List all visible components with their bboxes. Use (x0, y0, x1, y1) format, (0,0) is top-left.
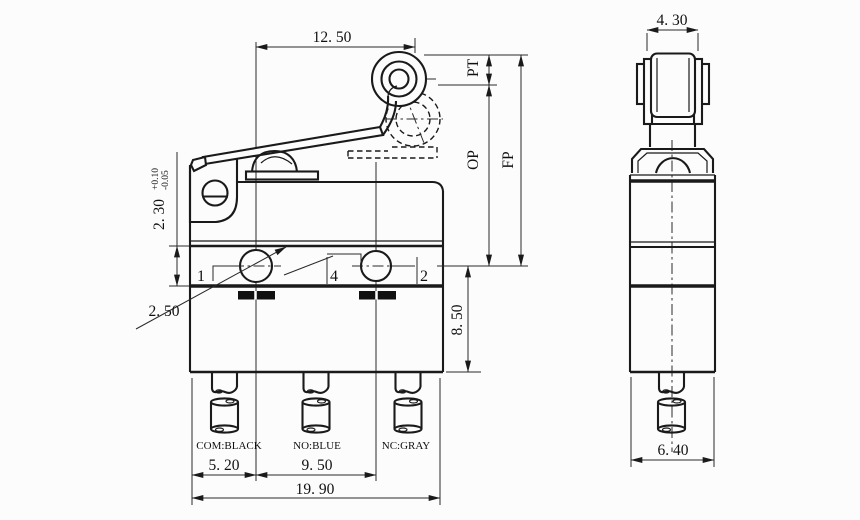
terminal-no (301, 371, 331, 434)
front-dimensions: 12. 50 2. 30 +0.10 -0.05 2. 50 PT OP (135, 29, 528, 505)
roller-lever-side (635, 52, 711, 147)
label-free-position: FP (500, 151, 517, 168)
roller-lever (189, 50, 428, 173)
plunger (244, 149, 320, 181)
dim-pivot-height-group: 2. 30 +0.10 -0.05 (151, 168, 171, 230)
lever-end-tab (189, 155, 208, 173)
side-dimensions: 4. 30 6. 40 (630, 12, 715, 467)
label-pretravel: PT (465, 58, 482, 77)
dim-terminal-pitch: 9. 50 (302, 457, 333, 474)
plunger-side (630, 147, 715, 174)
dim-hole-leader: 2. 50 (149, 303, 180, 320)
terminal-label-com: COM:BLACK (196, 440, 261, 452)
dim-roller-width: 4. 30 (657, 12, 688, 29)
front-view: 1 4 2 COM:BLACK NO:BLUE NC:GRAY 12. 50 (135, 29, 528, 505)
pin-number-com: 1 (197, 268, 205, 285)
hinge-bracket (188, 159, 239, 224)
dim-pivot-tol-plus: +0.10 (151, 168, 161, 190)
label-operating-position: OP (465, 150, 482, 170)
terminal-label-no: NO:BLUE (293, 440, 341, 452)
dim-pivot-tol-minus: -0.05 (161, 170, 171, 190)
pin-number-no: 4 (330, 268, 338, 285)
roller-pressed-position (347, 55, 443, 159)
dim-lower-body-height: 8. 50 (449, 304, 466, 335)
roller-side (649, 52, 697, 119)
dim-overall-depth: 6. 40 (658, 442, 689, 459)
roller-inner (380, 60, 418, 98)
terminal-com (209, 371, 240, 434)
side-view: 4. 30 6. 40 (628, 12, 717, 467)
roller-outer (370, 50, 428, 108)
dim-com-offset: 5. 20 (209, 457, 240, 474)
switch-body-side (628, 174, 717, 374)
terminals-front: COM:BLACK NO:BLUE NC:GRAY (196, 371, 431, 452)
dim-lever-length: 12. 50 (313, 29, 352, 46)
dim-overall-width: 19. 90 (296, 481, 335, 498)
dim-pivot-height: 2. 30 (151, 199, 168, 230)
roller-axle (388, 68, 410, 90)
terminal-label-nc: NC:GRAY (382, 440, 431, 452)
pin-number-nc: 2 (420, 268, 428, 285)
pivot-hole (201, 179, 229, 207)
terminal-nc (393, 371, 423, 434)
switch-body-front: 1 4 2 (188, 166, 445, 374)
